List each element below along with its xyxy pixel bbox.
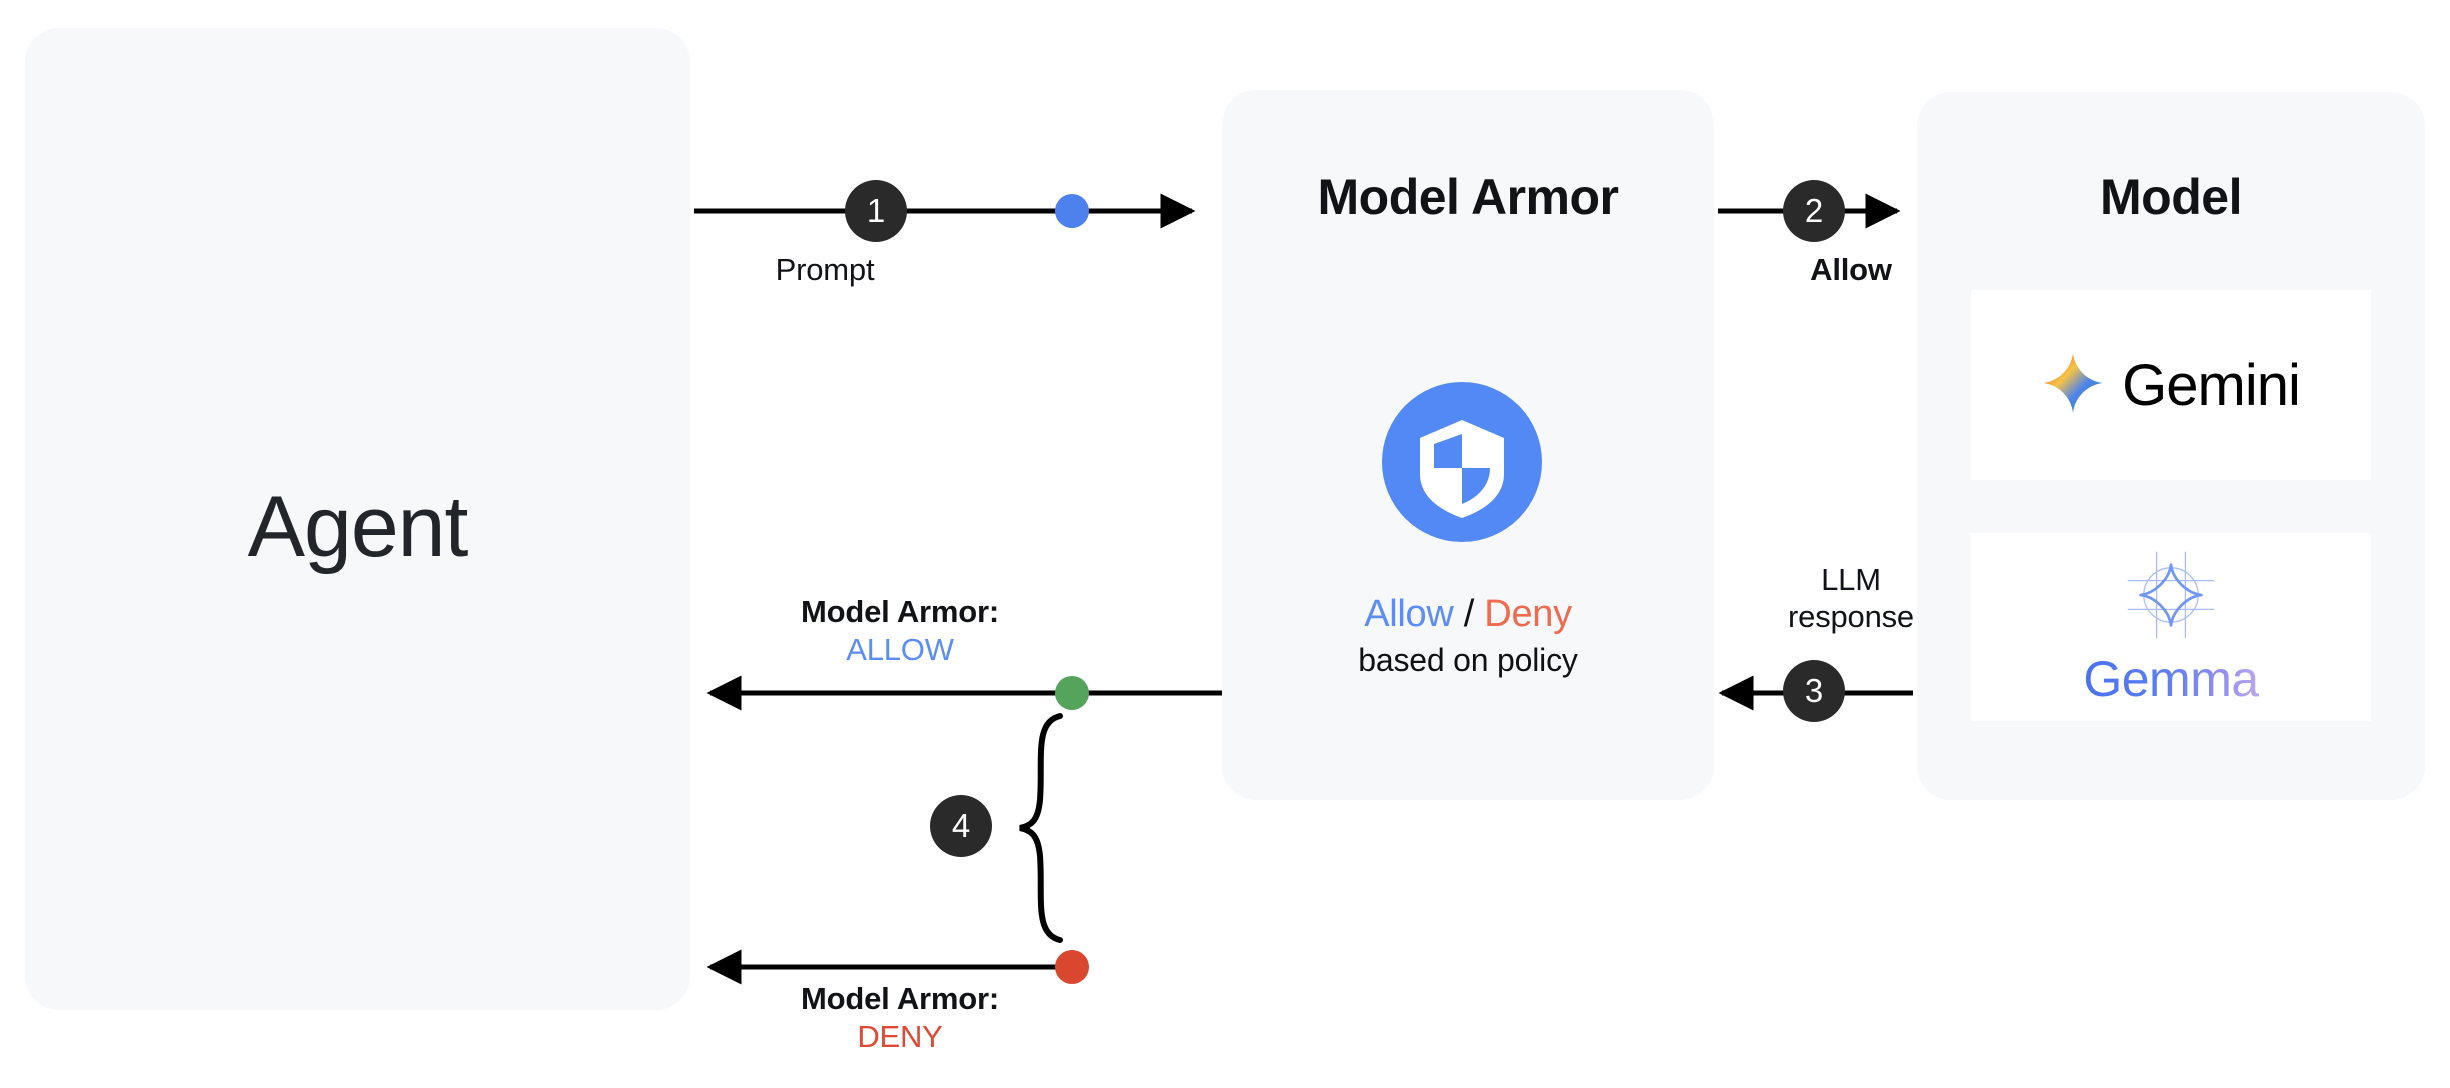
edge-label-deny-key: Model Armor:	[801, 981, 999, 1016]
edge-label-allow: Allow	[1810, 252, 1892, 287]
policy-caption: based on policy	[1358, 642, 1578, 678]
flow-dot-green	[1055, 676, 1089, 710]
flow-dot-red	[1055, 950, 1089, 984]
policy-deny-word: Deny	[1484, 593, 1572, 635]
edge-label-deny-value: DENY	[857, 1018, 943, 1054]
step-marker-1: 1	[845, 180, 907, 242]
step-marker-2: 2	[1783, 180, 1845, 242]
agent-label: Agent	[247, 479, 469, 575]
agent-panel	[25, 28, 690, 1010]
model-armor-title: Model Armor	[1317, 169, 1620, 225]
edge-label-llm-line2: response	[1788, 598, 1914, 634]
policy-separator: /	[1463, 593, 1475, 635]
gemini-sparkle-icon	[2042, 352, 2104, 419]
edge-label-allow-key: Model Armor:	[801, 594, 999, 629]
policy-decision-text: Allow / Deny based on policy	[1222, 593, 1714, 679]
flow-dot-blue	[1055, 194, 1089, 228]
gemini-card: Gemini	[1971, 290, 2371, 480]
edge-label-prompt: Prompt	[775, 252, 875, 287]
step-marker-4: 4	[930, 795, 992, 857]
gemma-star-icon	[2123, 547, 2219, 648]
shield-icon	[1382, 382, 1542, 542]
step-marker-3: 3	[1783, 660, 1845, 722]
edge-label-llm-line1: LLM	[1821, 562, 1881, 597]
gemma-wordmark: Gemma	[2083, 650, 2259, 707]
edge-label-allow-value: ALLOW	[846, 631, 954, 667]
edge-label-llm-response: LLM response	[1726, 562, 1976, 635]
policy-allow-word: Allow	[1364, 593, 1454, 635]
gemma-card: Gemma	[1971, 533, 2371, 721]
model-title: Model	[2100, 169, 2242, 225]
edge-label-model-armor-deny: Model Armor: DENY	[660, 980, 1140, 1056]
edge-label-model-armor-allow: Model Armor: ALLOW	[660, 593, 1140, 669]
gemini-wordmark: Gemini	[2122, 352, 2301, 418]
